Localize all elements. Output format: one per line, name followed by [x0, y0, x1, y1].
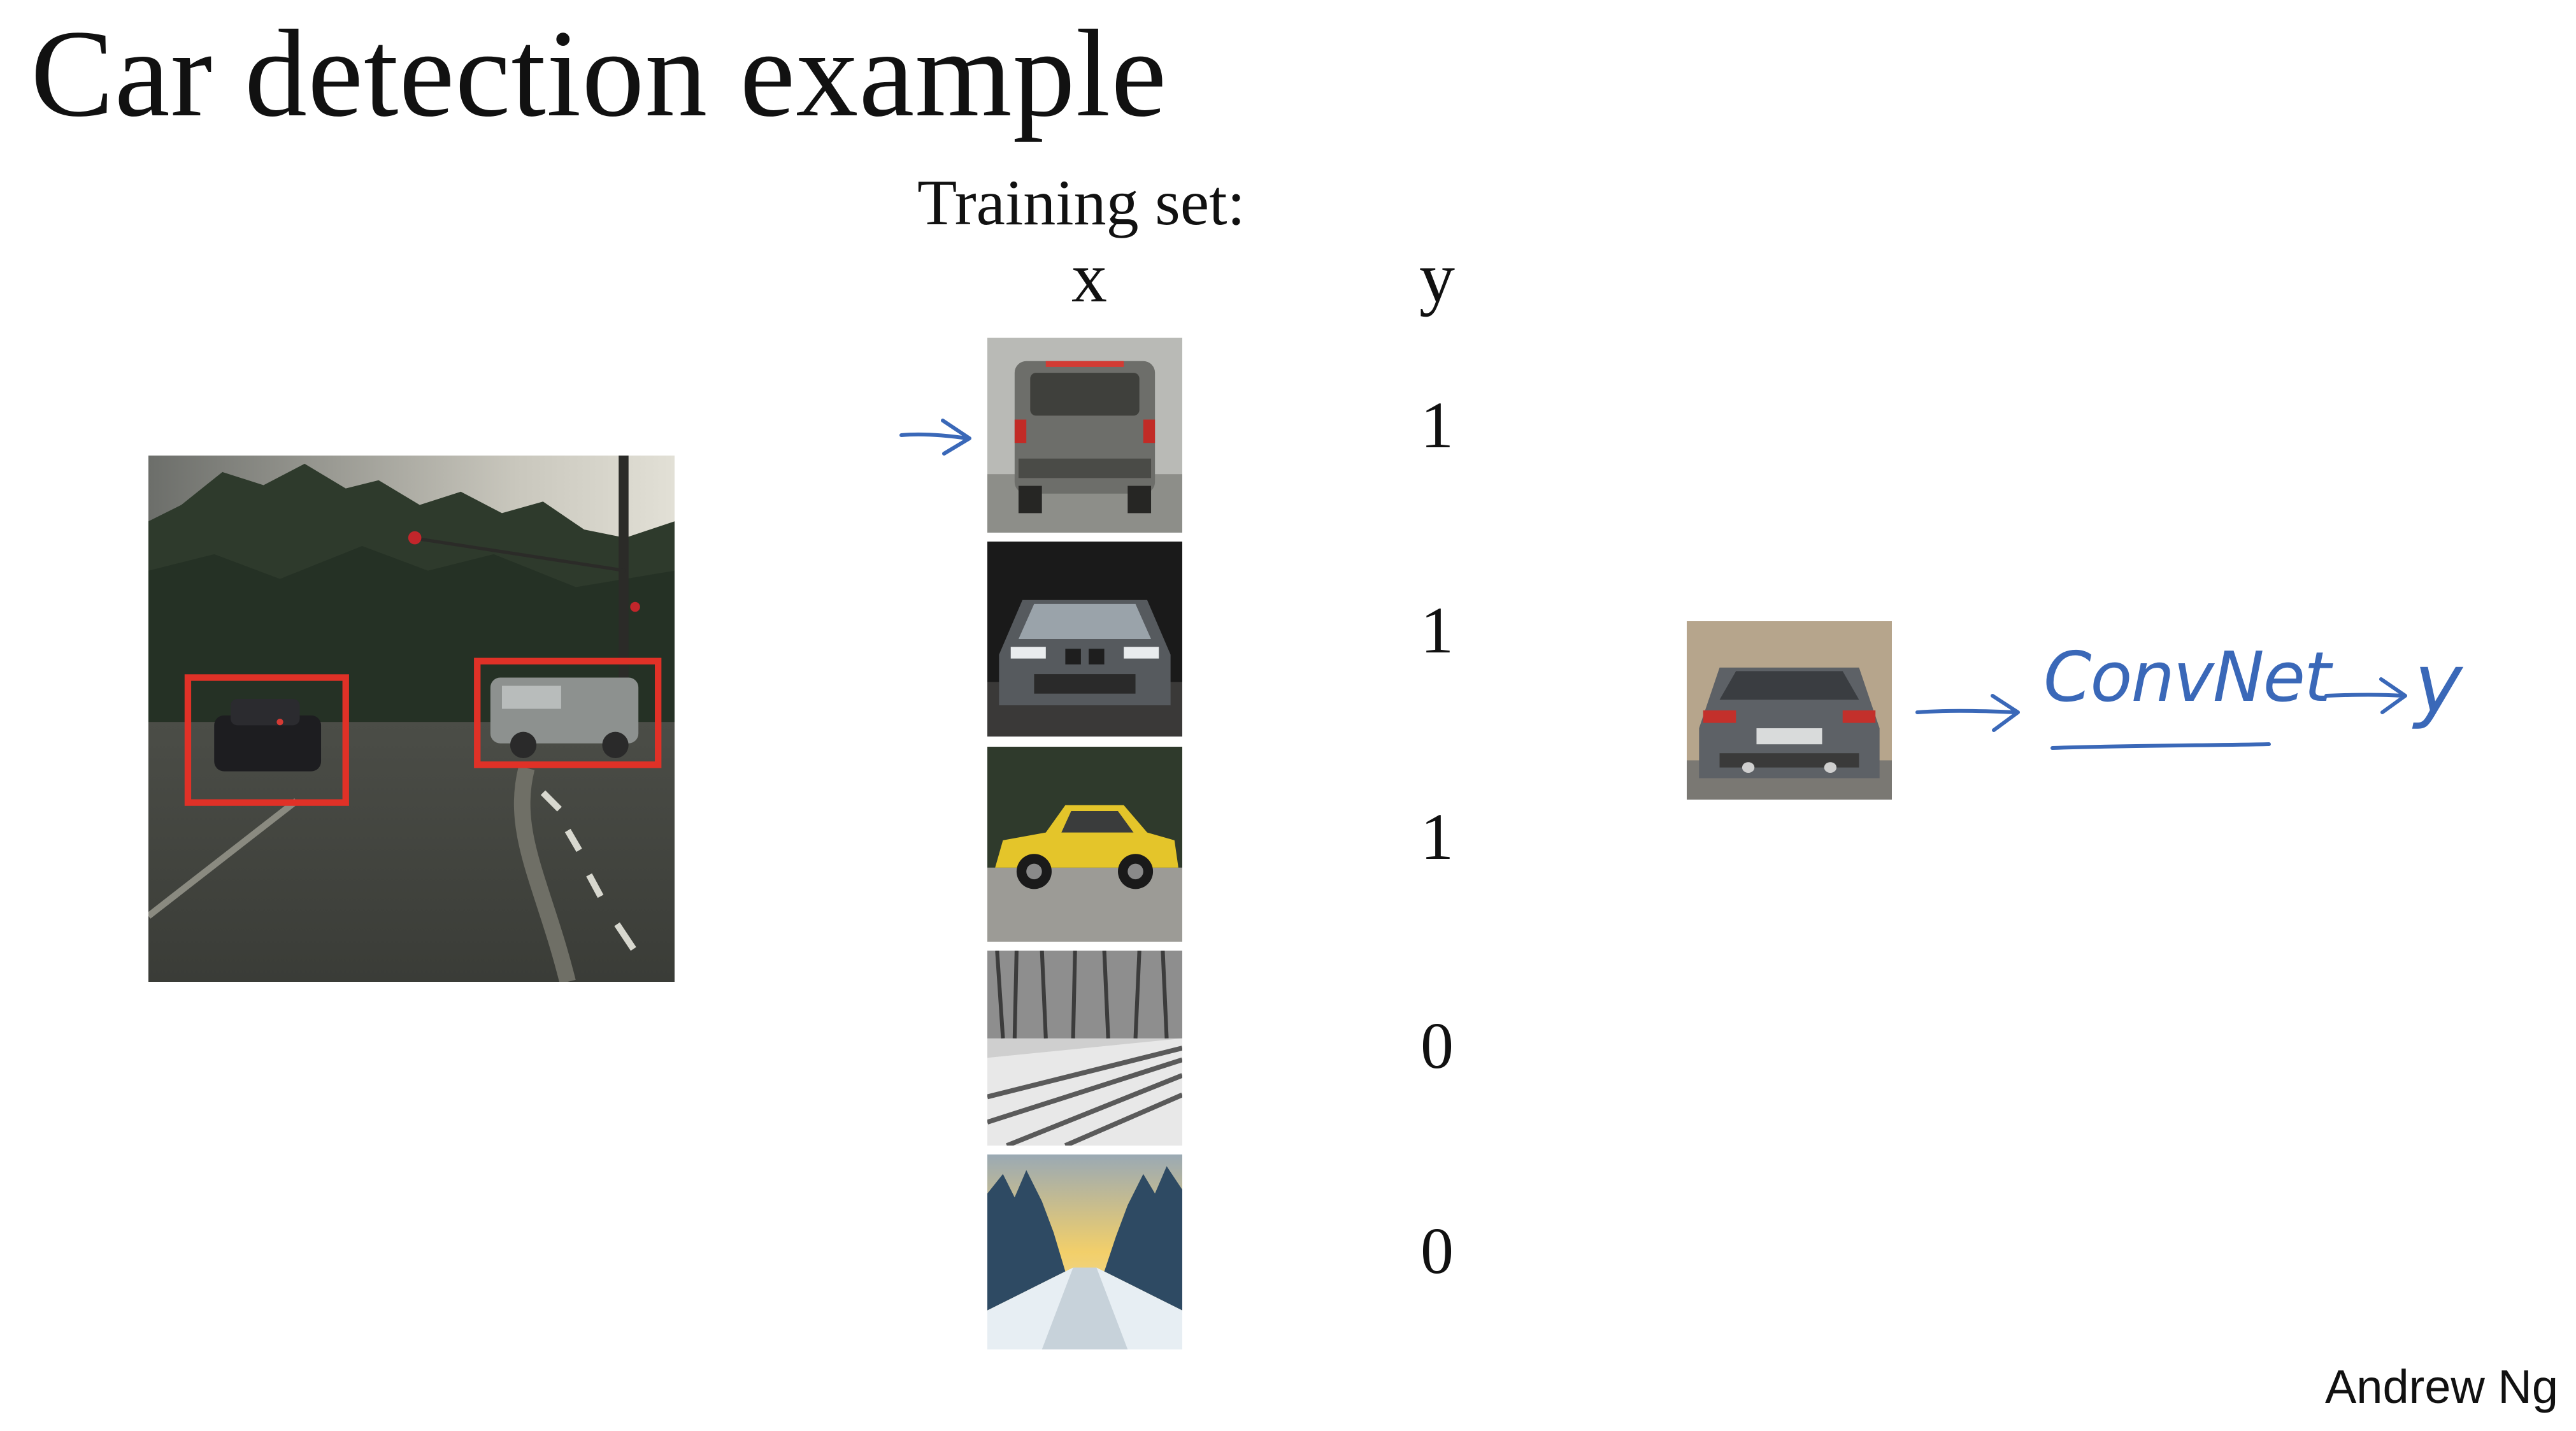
y-column-label: y: [1419, 238, 1455, 317]
author-name: Andrew Ng: [2324, 1360, 2558, 1413]
training-image-yellow-sedan: [987, 747, 1182, 942]
training-pointer-arrow-icon: [899, 419, 971, 456]
input-car-image: [1687, 621, 1892, 800]
training-label: 1: [1420, 389, 1454, 462]
input-arrow-icon: [1915, 694, 2020, 732]
slide-title: Car detection example: [31, 4, 1168, 143]
output-arrow-icon: [2324, 677, 2407, 714]
training-image-snowy-forest-road: [987, 1154, 1182, 1349]
x-column-label: x: [1071, 238, 1107, 317]
training-label: 0: [1420, 1009, 1454, 1082]
training-image-suv-rear: [987, 338, 1182, 533]
street-scene-image: [148, 456, 675, 982]
training-label: 1: [1420, 800, 1454, 874]
training-label: 0: [1420, 1214, 1454, 1288]
convnet-underline: [2050, 742, 2271, 750]
training-set-heading: Training set:: [917, 167, 1245, 239]
output-label: y: [2414, 636, 2463, 731]
training-image-bmw-front: [987, 542, 1182, 737]
training-image-snowy-road-bw: [987, 951, 1182, 1146]
convnet-label: ConvNet: [2043, 638, 2331, 717]
training-label: 1: [1420, 594, 1454, 667]
